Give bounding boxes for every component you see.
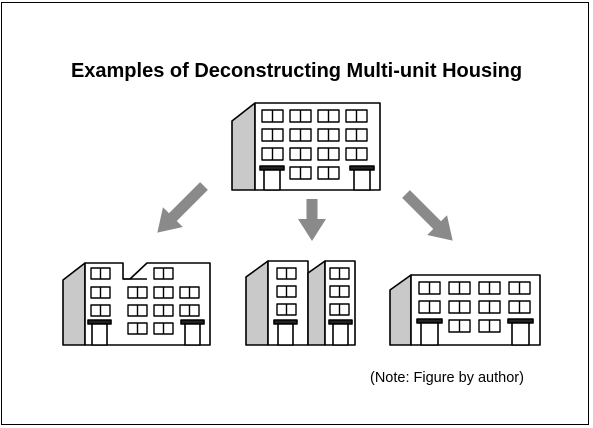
figure-title: Examples of Deconstructing Multi-unit Ho… (70, 60, 523, 82)
figure-frame (1, 2, 589, 425)
arrow-down-left-icon (157, 182, 208, 233)
stepped-building-icon (62, 262, 211, 346)
arrow-down-icon (298, 199, 326, 241)
low-building-icon (389, 274, 541, 346)
split-building-icon (245, 260, 356, 346)
figure-note: (Note: Figure by author) (370, 370, 524, 386)
arrow-down-right-icon (402, 190, 453, 241)
apartment-building-icon (231, 102, 381, 191)
